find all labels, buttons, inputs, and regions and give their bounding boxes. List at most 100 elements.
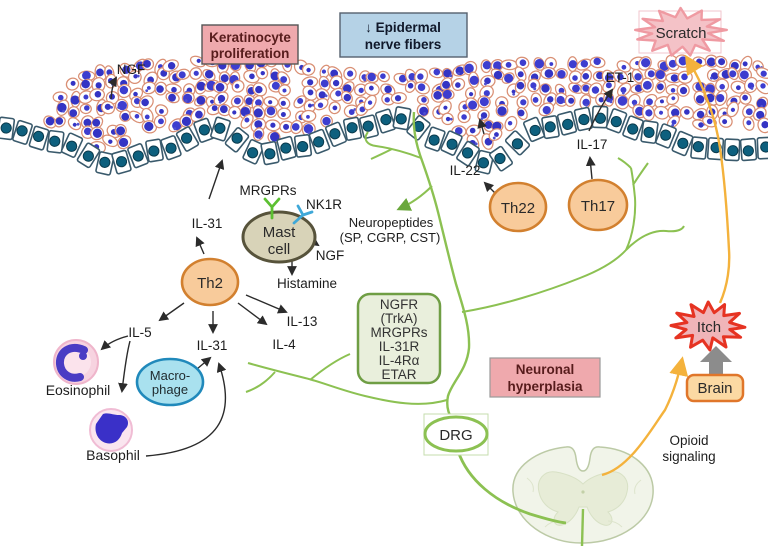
keratinocyte-box-line1: Keratinocyte xyxy=(209,30,291,45)
neuronal-hyperplasia-box: Neuronal hyperplasia xyxy=(489,357,601,398)
nerve-trunk xyxy=(412,111,471,420)
itch-starburst-shape xyxy=(669,300,747,352)
keratinocyte-proliferation-box: Keratinocyte proliferation xyxy=(201,24,299,65)
il17-label: IL-17 xyxy=(577,137,608,152)
il4-label: IL-4 xyxy=(272,337,296,352)
cord-to-itch-arrow xyxy=(601,356,689,477)
basophil-label: Basophil xyxy=(86,447,140,463)
et1-label: ET-1 xyxy=(606,70,635,85)
th22-label: Th22 xyxy=(501,200,535,217)
arrow-il31-to-epidermis xyxy=(208,159,225,200)
keratinocyte-box-line2: proliferation xyxy=(211,46,290,61)
receptor-line-etar: ETAR xyxy=(381,367,416,382)
scratch-starburst-shape xyxy=(634,6,728,57)
ngf-mast-label: NGF xyxy=(316,248,345,263)
epidermal-nerve-fibers-box: ↓ Epidermal nerve fibers xyxy=(339,12,468,58)
opioid-label-2: signaling xyxy=(662,449,715,464)
il5-label: IL-5 xyxy=(128,325,151,340)
arrow-th2-to-il31-upper xyxy=(195,236,205,255)
brain-node: Brain xyxy=(685,346,745,403)
brain-box-frame xyxy=(685,373,745,403)
scratch-burst: Scratch xyxy=(634,6,728,57)
arrow-il5-to-basophil xyxy=(118,340,131,393)
neuropeptides-label-1: Neuropeptides xyxy=(349,215,434,230)
eosinophil-nucleus-lobe xyxy=(79,352,87,360)
arrow-th2-to-il5 xyxy=(158,302,185,322)
itch-burst: Itch xyxy=(669,300,747,352)
mrgprs-label: MRGPRs xyxy=(240,183,297,198)
keratinocyte-box-frame xyxy=(201,24,299,65)
scratch-label: Scratch xyxy=(656,25,707,42)
arrow-th22-to-il22 xyxy=(483,181,496,194)
hyperplasia-box-frame xyxy=(489,357,601,398)
drg-body xyxy=(423,415,489,453)
mast-cell-label-2: cell xyxy=(268,241,291,258)
th2-cell: Th2 xyxy=(180,257,240,307)
nerve-fibers-box-line1: ↓ Epidermal xyxy=(365,20,441,35)
ascending-signals xyxy=(601,54,731,477)
receptor-box-frame xyxy=(356,292,442,385)
drg-label: DRG xyxy=(439,427,472,444)
nerve-arrow-neuropeptides xyxy=(396,185,433,211)
basal-cell-layer xyxy=(0,105,768,176)
th17-cell: Th17 xyxy=(567,178,629,232)
nerve-fibers-box-line2: nerve fibers xyxy=(365,37,442,52)
receptor-line-il4ra: IL-4Rα xyxy=(379,353,420,368)
keratinocyte-epidermis-layer xyxy=(43,54,768,155)
th17-cell-body xyxy=(567,178,629,232)
th2-label: Th2 xyxy=(197,275,223,292)
spinal-gray-matter xyxy=(537,471,629,526)
receptor-line-ngfr: NGFR xyxy=(380,297,418,312)
neuropeptides-label-2: (SP, CGRP, CST) xyxy=(340,230,441,245)
opioid-label-1: Opioid xyxy=(669,433,708,448)
arrow-basophil-to-il31 xyxy=(145,362,227,457)
eosinophil-cell: Eosinophil xyxy=(46,339,111,398)
nerve-drg-to-cord xyxy=(456,450,567,525)
hyperplasia-box-line1: Neuronal xyxy=(516,362,575,377)
th17-label: Th17 xyxy=(581,198,615,215)
eosinophil-nucleus xyxy=(56,343,88,382)
nk1r-receptor-icon xyxy=(292,204,314,225)
arrow-th17-to-il17 xyxy=(585,156,596,180)
macrophage-label-2: phage xyxy=(152,382,188,397)
arrow-th2-to-il4 xyxy=(237,302,268,326)
th2-cell-body xyxy=(180,257,240,307)
nk1r-label: NK1R xyxy=(306,197,342,212)
arrow-th2-to-il13 xyxy=(245,294,288,314)
molecule-labels: NGF ET-1 IL-17 IL-22 MRGPRs NK1R Neurope… xyxy=(117,62,716,464)
nerve-branch-right-hook xyxy=(625,225,685,251)
receptor-line-mrgprs: MRGPRs xyxy=(371,325,428,340)
receptor-box: NGFR (TrkA) MRGPRs IL-31R IL-4Rα ETAR xyxy=(356,292,442,385)
th22-cell: Th22 xyxy=(488,181,548,233)
nerve-branch-lower-left xyxy=(245,353,448,405)
nerve-branch-right-up xyxy=(617,157,649,251)
nerve-fibers-box-frame xyxy=(339,12,468,58)
mrgprs-receptor-icon xyxy=(263,197,281,220)
arrow-et1-up xyxy=(588,88,614,132)
brain-label: Brain xyxy=(697,380,732,397)
itch-label: Itch xyxy=(697,319,721,336)
mast-cell: Mast cell xyxy=(241,197,317,264)
eosinophil-label: Eosinophil xyxy=(46,382,111,398)
nerve-branch-left xyxy=(364,131,422,159)
spinal-folds xyxy=(526,477,642,528)
arrow-ngf-up xyxy=(107,76,117,100)
macrophage-body xyxy=(135,357,205,407)
mast-cell-body xyxy=(241,210,317,264)
drg-ganglion: DRG xyxy=(423,413,489,456)
brain-to-itch-arrow-icon xyxy=(700,346,732,378)
mast-cell-label-1: Mast xyxy=(263,224,296,241)
basophil-nucleus xyxy=(95,413,129,444)
il31-lower-label: IL-31 xyxy=(197,338,228,353)
histamine-label: Histamine xyxy=(277,276,337,291)
ngf-top-label: NGF xyxy=(117,62,146,77)
arrow-macrophage-to-il31 xyxy=(196,356,212,370)
macrophage-cell: Macro- phage xyxy=(135,357,205,407)
nerve-cord-root xyxy=(580,508,585,547)
th22-cell-body xyxy=(488,181,548,233)
arrow-il22-to-epidermis xyxy=(477,118,487,135)
il22-label: IL-22 xyxy=(450,163,481,178)
il31-upper-label: IL-31 xyxy=(192,216,223,231)
